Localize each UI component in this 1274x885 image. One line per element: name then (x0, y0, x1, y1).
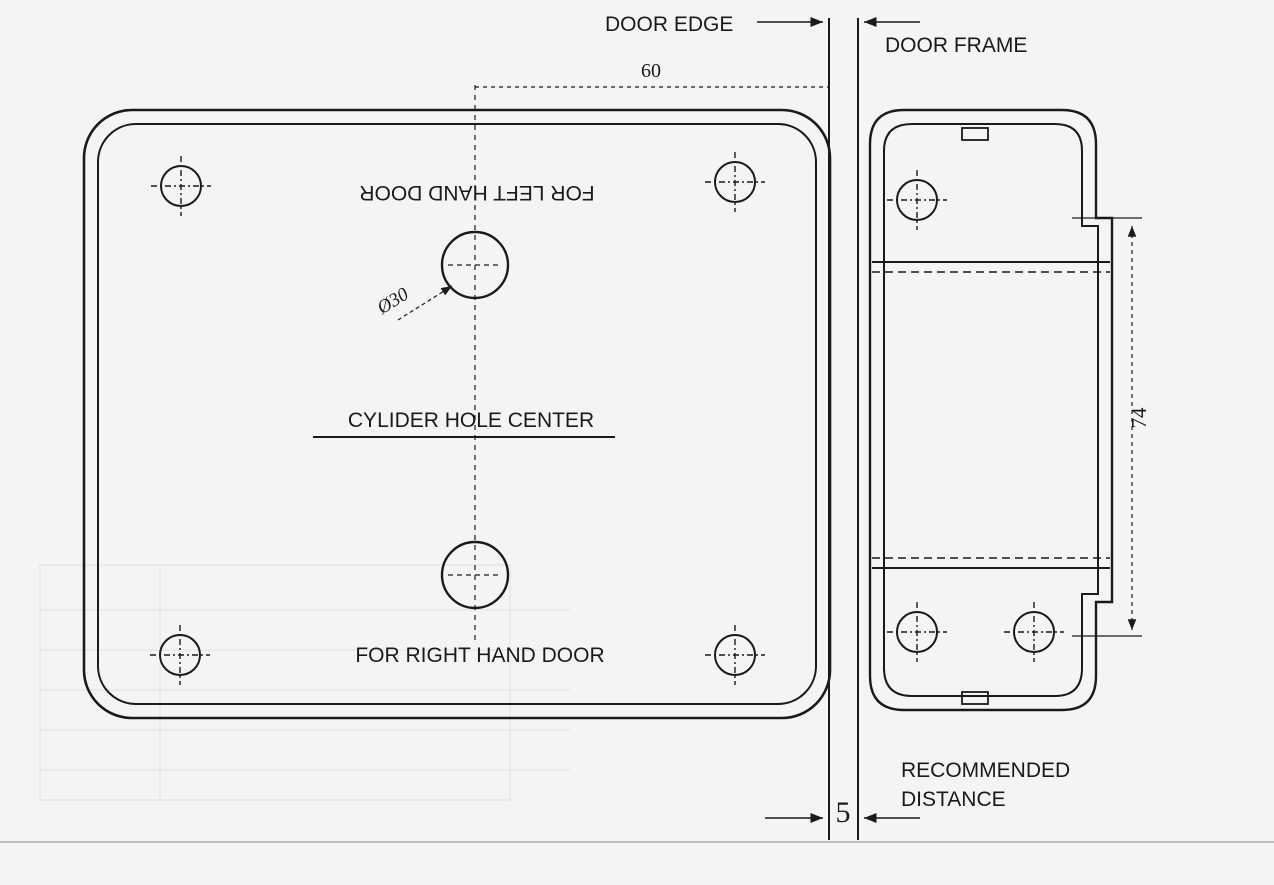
right-hand-door-label: FOR RIGHT HAND DOOR (355, 644, 604, 667)
background-show-through (39, 564, 570, 801)
gap-value: 5 (836, 796, 851, 829)
screw-hole-top-left (150, 155, 212, 217)
distance-label: DISTANCE (901, 788, 1006, 811)
door-frame-label: DOOR FRAME (885, 34, 1027, 57)
backset-value: 60 (641, 60, 661, 82)
screw-hole-bottom-right (704, 624, 766, 686)
strike-screw-hole-bottom (886, 601, 948, 663)
strike-screw-hole-top (886, 169, 948, 231)
door-edge-line (757, 16, 830, 840)
strike-plate-opening (872, 261, 1110, 569)
strike-plate-outline (868, 108, 1114, 712)
screw-hole-top-right (704, 151, 766, 213)
gap-dimension: 5 (765, 796, 920, 829)
strike-height-value: 74 (1127, 407, 1151, 429)
recommended-label: RECOMMENDED (901, 759, 1070, 782)
strike-height-dimension: 74 (1072, 217, 1151, 637)
hole-diameter-leader: Ø30 (373, 283, 453, 321)
door-frame-line (857, 16, 920, 840)
backset-dimension: 60 (475, 60, 828, 88)
screw-hole-bottom-left (149, 624, 211, 686)
cylinder-center-label: CYLIDER HOLE CENTER (348, 409, 594, 432)
left-hand-door-label: FOR LEFT HAND DOOR (359, 181, 594, 204)
door-edge-label: DOOR EDGE (605, 13, 733, 36)
strike-screw-hole-right (1003, 601, 1065, 663)
